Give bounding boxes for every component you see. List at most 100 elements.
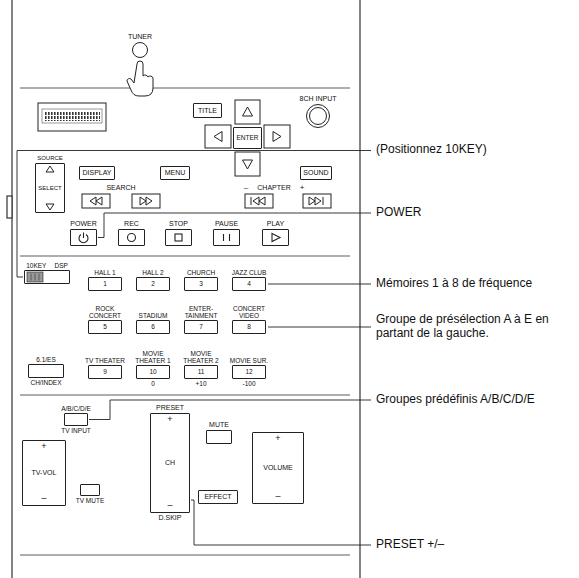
callout-text: (Positionnez 10KEY) (376, 143, 487, 157)
panel-divider (20, 88, 350, 555)
button-label: TUNER (128, 33, 152, 41)
button-text: 7 (199, 323, 203, 330)
lcd-window (38, 103, 106, 131)
remote-button: CONCERT VIDEO8 (226, 305, 272, 335)
remote-button: A/B/C/D/E TV INPUT (61, 405, 91, 434)
button-label: A/B/C/D/E (61, 405, 91, 412)
button-outline (306, 104, 330, 128)
button-label: REC (124, 220, 139, 228)
remote-button: MENU (160, 165, 190, 181)
button-outline: EFFECT (198, 490, 238, 504)
remote-button: JAZZ CLUB4 (226, 269, 272, 292)
remote-button: POWER (70, 220, 97, 247)
callout-text: Groupe de présélection A à E en partant … (376, 313, 574, 341)
button-text: 5 (103, 323, 107, 330)
button-outline: SOUND (300, 166, 332, 180)
button-label: TV THEATER (82, 357, 128, 364)
button-text: 9 (103, 368, 107, 375)
button-label: DSP (54, 262, 67, 269)
button-label: PRESET (156, 404, 184, 412)
button-outline: 9 (88, 365, 122, 379)
button-outline: 4 (232, 277, 266, 291)
remote-button: 10KEY DSP (24, 262, 70, 285)
button-outline (206, 430, 232, 444)
button-label: -100 (242, 380, 255, 387)
remote-button: TV THEATER 9 (82, 357, 128, 380)
button-outline: +TV-VOL– (22, 440, 66, 506)
button-outline: 8 (232, 320, 266, 334)
button-label: PAUSE (215, 220, 238, 228)
button-label: MOVIE SUR. (226, 357, 272, 364)
remote-button: 8CH INPUT (300, 95, 337, 129)
remote-button: TITLE (193, 102, 222, 119)
button-text: + (167, 415, 172, 425)
button-label: CHURCH (178, 269, 224, 276)
input-knob (310, 108, 327, 125)
button-outline (213, 229, 240, 246)
button-outline: 1 (88, 277, 122, 291)
button-outline (80, 484, 100, 496)
button-label: 8CH INPUT (300, 95, 337, 103)
remote-button: PAUSE (213, 220, 240, 247)
remote-button: MUTE (206, 421, 232, 445)
transport-icons (79, 233, 280, 243)
button-outline: DISPLAY (79, 166, 115, 180)
remote-button: SOURCESELECT (35, 155, 65, 214)
button-outline: SELECT (35, 163, 65, 213)
button-label: 10KEY (26, 262, 46, 269)
remote-button: STOP (165, 220, 192, 247)
remote-button: SOUND (300, 165, 332, 181)
button-label: PLAY (267, 220, 284, 228)
button-label: 6.1/ES (36, 356, 56, 363)
button-outline: ENTER (233, 127, 262, 149)
button-text: VOLUME (263, 464, 293, 472)
button-label: ENTER- TAINMENT (178, 305, 224, 319)
button-text: SELECT (38, 185, 61, 192)
button-outline (70, 229, 97, 246)
remote-button: HALL 22 (130, 269, 176, 292)
button-label: CH/INDEX (30, 379, 61, 386)
remote-button: ENTER (233, 126, 262, 150)
remote-outline (12, 0, 360, 578)
button-label: MOVIE THEATER 1 (130, 350, 176, 364)
leader-line (17, 151, 371, 546)
button-outline: 6 (136, 320, 170, 334)
button-label: +10 (195, 380, 206, 387)
button-label: TV INPUT (61, 427, 91, 434)
button-label: STOP (169, 220, 188, 228)
button-text: DISPLAY (82, 169, 111, 177)
callout-text: Mémoires 1 à 8 de fréquence (376, 277, 532, 291)
panel-label: CHAPTER (257, 184, 290, 192)
button-text: EFFECT (204, 493, 231, 501)
remote-button: MOVIE THEATER 1100 (130, 350, 176, 387)
remote-button: ROCK CONCERT5 (82, 305, 128, 335)
button-outline: 5 (88, 320, 122, 334)
button-outline: 7 (184, 320, 218, 334)
button-label: JAZZ CLUB (226, 269, 272, 276)
remote-button: 6.1/ES CH/INDEX (28, 356, 64, 386)
button-text: 8 (247, 323, 251, 330)
cursor-buttons (205, 100, 290, 176)
button-text: + (275, 434, 280, 444)
button-label: D.SKIP (159, 514, 182, 522)
remote-button: REC (118, 220, 145, 247)
remote-button: EFFECT (198, 489, 238, 505)
button-label: POWER (70, 220, 96, 228)
button-outline: MENU (160, 166, 190, 180)
remote-button: +TV-VOL– (22, 439, 66, 507)
button-text: 1 (103, 280, 107, 287)
remote-button: DISPLAY (79, 165, 115, 181)
remote-button: ENTER- TAINMENT 7 (178, 305, 224, 335)
callout-text: Groupes prédéfinis A/B/C/D/E (376, 393, 535, 407)
mode-slider (27, 272, 43, 282)
button-outline (132, 42, 148, 58)
button-text: 10 (149, 368, 156, 375)
button-text: – (167, 501, 172, 511)
remote-button: STADIUM6 (130, 312, 176, 335)
button-outline: TITLE (193, 103, 222, 118)
remote-button: MOVIE SUR.12-100 (226, 357, 272, 387)
remote-button: TUNER (128, 33, 152, 59)
search-chapter-buttons (82, 194, 331, 208)
pointing-hand (127, 61, 153, 96)
side-switch (7, 196, 12, 218)
